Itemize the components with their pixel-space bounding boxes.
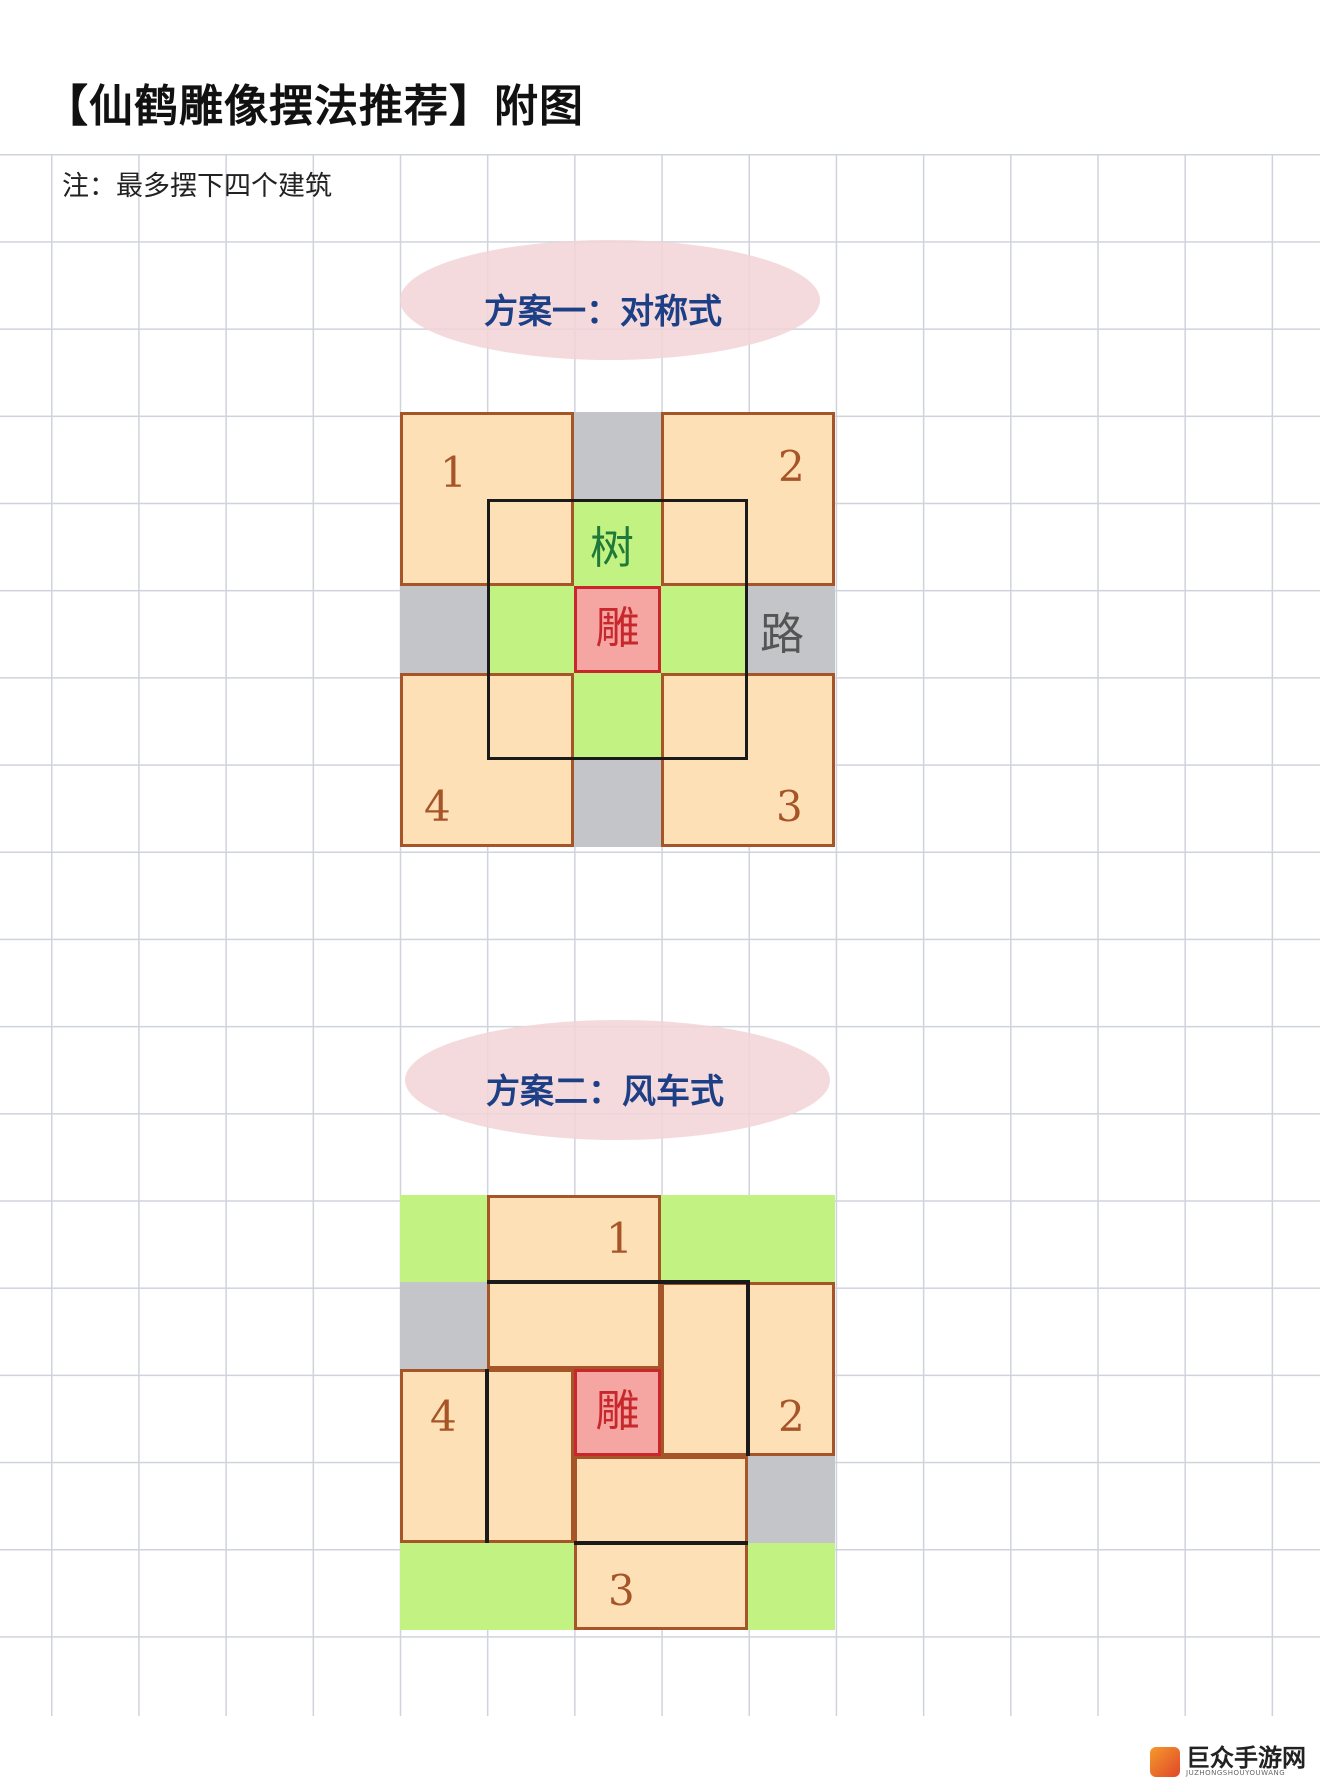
building-number: 3 <box>608 1566 635 1615</box>
road-cell <box>574 412 661 499</box>
grass-cell <box>400 1543 574 1630</box>
note-text: 注：最多摆下四个建筑 <box>62 171 332 202</box>
site-logo: 巨众手游网 JUZHONGSHOUYOUWANG <box>1150 1746 1306 1777</box>
road-cell <box>400 586 487 673</box>
road-cell <box>400 1282 487 1369</box>
title-highlight-2 <box>405 1020 830 1140</box>
tree-label: 树 <box>590 523 634 574</box>
logo-icon <box>1150 1746 1180 1777</box>
grass-cell <box>748 1543 835 1630</box>
building-3 <box>661 673 835 847</box>
grass-cell <box>400 1195 487 1282</box>
crane-statue: 雕 <box>574 1369 661 1456</box>
crane-statue: 雕 <box>574 586 661 673</box>
scheme2-title: 方案二：风车式 <box>486 1072 724 1112</box>
building-number: 3 <box>776 782 803 831</box>
title-highlight-1 <box>400 240 820 360</box>
building-number: 4 <box>430 1392 457 1441</box>
building-number: 2 <box>778 1392 805 1441</box>
logo-name: 巨众手游网 <box>1186 1743 1306 1772</box>
building-number: 1 <box>606 1214 633 1263</box>
road-cell <box>574 760 661 847</box>
road-cell <box>748 586 835 673</box>
building-number: 2 <box>778 442 805 491</box>
inner-outline <box>746 1280 750 1456</box>
road-cell <box>748 1456 835 1543</box>
road-label: 路 <box>760 609 804 660</box>
inner-outline <box>487 1280 748 1284</box>
inner-outline <box>485 1369 489 1543</box>
inner-outline <box>574 1541 748 1545</box>
building-number: 1 <box>440 448 467 497</box>
grass-cell <box>574 673 661 760</box>
page-title: 【仙鹤雕像摆法推荐】附图 <box>44 81 584 132</box>
scheme1-title: 方案一：对称式 <box>484 292 722 332</box>
grass-cell <box>661 586 748 673</box>
grass-cell <box>661 1195 835 1282</box>
grass-cell <box>487 586 574 673</box>
grass-cell <box>574 499 661 586</box>
logo-domain: JUZHONGSHOUYOUWANG <box>1186 1769 1286 1777</box>
building-number: 4 <box>424 782 451 831</box>
inner-area-outline <box>487 499 748 760</box>
